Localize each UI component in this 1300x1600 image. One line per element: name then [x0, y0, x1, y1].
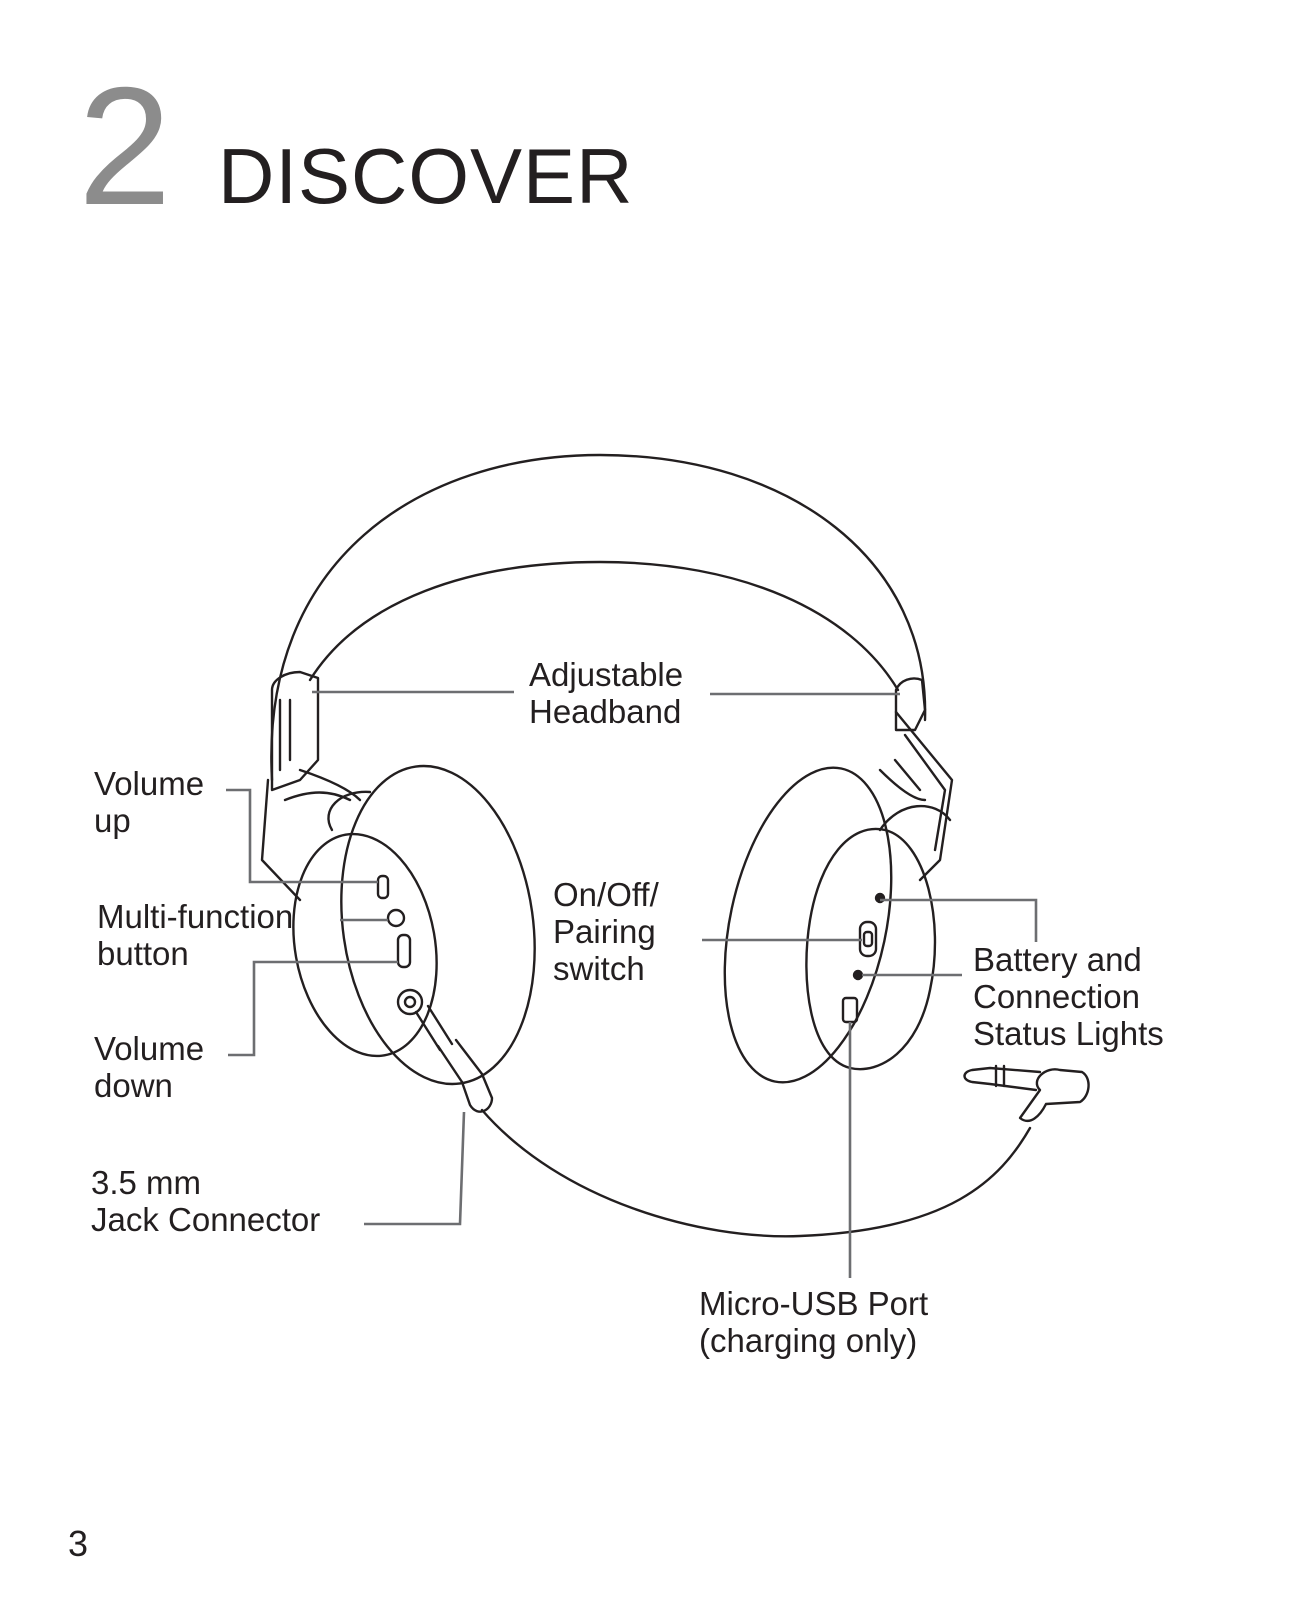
jack-plug-right: [1018, 1068, 1090, 1123]
headband-outer: [270, 453, 927, 782]
volume-down-button: [396, 933, 412, 969]
left-yoke: [260, 778, 302, 902]
jack-plug-left: [414, 1004, 484, 1084]
headband-inner: [308, 560, 900, 692]
cable: [480, 1108, 1032, 1238]
left-earcup: [292, 832, 438, 1058]
volume-up-button: [376, 874, 390, 900]
usb-label: Micro-USB Port(charging only): [699, 1285, 929, 1359]
section-number: 2: [78, 52, 172, 240]
right-yoke: [894, 710, 954, 882]
leader-jack: [364, 1111, 466, 1226]
left-slider: [270, 670, 320, 792]
leader-status: [862, 898, 1038, 977]
right-slider: [894, 677, 927, 732]
pairing-switch: [858, 920, 878, 958]
right-cushion: [723, 766, 893, 1084]
leader-volume-down: [228, 960, 398, 1057]
right-earcup: [805, 827, 937, 1071]
usb-port: [841, 996, 859, 1024]
leader-volume-up: [226, 788, 378, 884]
jack-socket: [396, 988, 424, 1016]
section-title: DISCOVER: [218, 132, 634, 220]
page-number: 3: [68, 1523, 89, 1564]
left-cushion: [340, 764, 536, 1086]
multifunction-button-shape: [386, 908, 406, 928]
